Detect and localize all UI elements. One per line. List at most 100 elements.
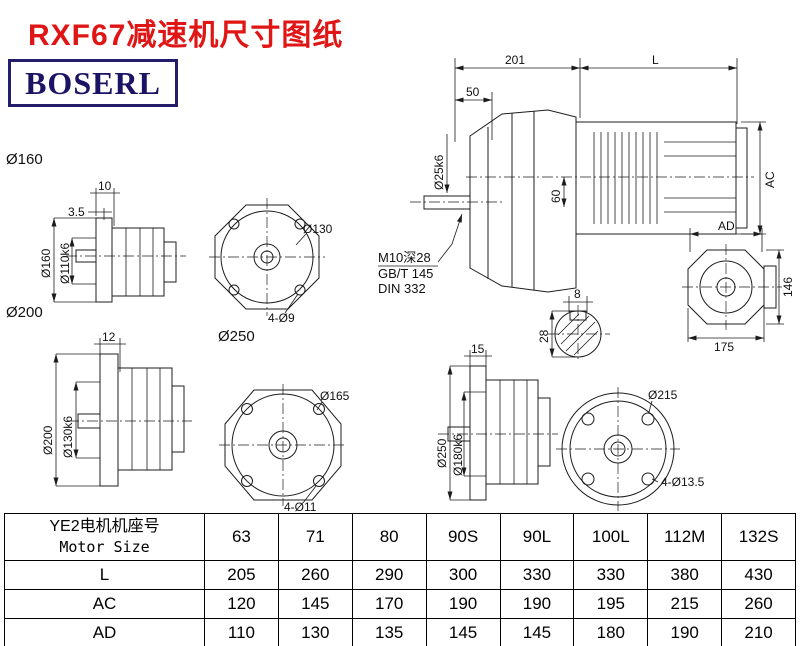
flange160-spigot-label: Ø110k6: [58, 243, 72, 284]
motor-size-100l: 100L: [573, 513, 649, 561]
page-title: RXF67减速机尺寸图纸: [28, 19, 344, 52]
motor-size-71: 71: [277, 513, 353, 561]
bolt-hole: [313, 475, 325, 487]
motor-size-header: YE2电机机座号 Motor Size: [4, 513, 205, 561]
value-cell: 190: [647, 618, 723, 646]
value-cell: 145: [277, 589, 353, 619]
dim-50-label: 50: [466, 85, 480, 99]
dim-10-label: 10: [98, 179, 112, 193]
dim-146-label: 146: [781, 277, 795, 297]
assembly-side-view: 201 L 50 Ø25k6 60: [378, 53, 777, 296]
flange160-bolt-circle-label: Ø130: [303, 222, 333, 236]
dim-175-label: 175: [714, 340, 734, 354]
motor-size-132s: 132S: [721, 513, 796, 561]
flange200-holes-label: 4-Ø11: [284, 500, 317, 513]
brand-logo: BOSERL: [8, 59, 178, 107]
value-cell: 205: [204, 560, 279, 590]
flange160-side-view: 10 3.5 Ø160 Ø110k6: [39, 179, 186, 303]
motor-size-90l: 90L: [499, 513, 575, 561]
value-cell: 195: [573, 589, 649, 619]
bolt-hole: [313, 403, 325, 415]
dim-60-label: 60: [549, 189, 563, 203]
dim-15-label: 15: [471, 342, 485, 356]
bolt-hole: [641, 472, 655, 486]
section-label-flange250: Ø250: [218, 328, 255, 345]
bolt-hole: [228, 218, 240, 230]
flange200-plate: [99, 353, 119, 487]
bolt-hole: [294, 218, 306, 230]
flange250-front-view: Ø215 4-Ø13.5: [556, 387, 705, 511]
flange250-spigot-label: Ø180k6: [451, 434, 465, 476]
value-cell: 330: [573, 560, 649, 590]
motor-flange-view: AD 146 175: [682, 219, 795, 354]
value-cell: 120: [204, 589, 279, 619]
value-cell: 110: [204, 618, 279, 646]
flange250-bolt-circle-label: Ø215: [648, 388, 678, 402]
value-cell: 170: [351, 589, 427, 619]
flange200-spigot-label: Ø130k6: [61, 416, 75, 458]
flange160-front-view: Ø130 4-Ø9: [209, 198, 333, 325]
bolt-hole: [241, 475, 253, 487]
dim-ad-label: AD: [718, 219, 735, 233]
value-cell: 190: [425, 589, 501, 619]
row-label-L: L: [4, 560, 205, 590]
motor-size-90s: 90S: [425, 513, 501, 561]
row-label-AD: AD: [4, 618, 205, 646]
flange160-outline: [214, 204, 320, 310]
value-cell: 145: [499, 618, 575, 646]
flange200-bolt-circle-label: Ø165: [320, 389, 350, 403]
motor-size-112m: 112M: [647, 513, 723, 561]
value-cell: 430: [721, 560, 796, 590]
bolt-hole: [294, 284, 306, 296]
flange200-od-label: Ø200: [41, 425, 55, 455]
value-cell: 145: [425, 618, 501, 646]
keyway-height-label: 28: [537, 329, 551, 343]
output-shaft: [423, 195, 471, 210]
table-row-AC: AC 120 145 170 190 190 195 215 260: [4, 589, 796, 619]
value-cell: 190: [499, 589, 575, 619]
motor-size-header-en: Motor Size: [59, 537, 150, 556]
flange160-plate: [95, 217, 113, 303]
flange200-side-view: 12 Ø200 Ø130k6: [41, 330, 192, 487]
bolt-hole: [581, 412, 595, 426]
value-cell: 290: [351, 560, 427, 590]
dim-201-label: 201: [505, 53, 525, 67]
value-cell: 260: [721, 589, 796, 619]
keyway-width-label: 8: [574, 287, 581, 301]
bolt-hole: [228, 284, 240, 296]
shaft-keyway-detail: 8 28: [537, 287, 610, 362]
dim-12-label: 12: [102, 330, 116, 344]
section-label-flange200: Ø200: [6, 304, 43, 321]
value-cell: 135: [351, 618, 427, 646]
note-din-standard: DIN 332: [378, 281, 426, 296]
gear-housing: [469, 109, 577, 293]
flange250-plate: [469, 365, 487, 501]
dim-l-label: L: [652, 53, 659, 67]
note-tapped-hole: M10深28: [378, 250, 431, 265]
value-cell: 380: [647, 560, 723, 590]
value-cell: 330: [499, 560, 575, 590]
motor-body: [575, 121, 737, 235]
value-cell: 215: [647, 589, 723, 619]
section-label-flange160: Ø160: [6, 151, 43, 168]
bolt-hole: [581, 472, 595, 486]
value-cell: 300: [425, 560, 501, 590]
motor-size-80: 80: [351, 513, 427, 561]
flange250-side-view: 15 Ø250 Ø180k6: [435, 342, 558, 501]
shaft-diameter-label: Ø25k6: [432, 154, 446, 190]
flange160-od-label: Ø160: [39, 248, 53, 278]
table-header-row: YE2电机机座号 Motor Size 63 71 80 90S 90L 100…: [4, 513, 796, 561]
technical-drawing: 201 L 50 Ø25k6 60: [39, 53, 795, 513]
note-gbt-standard: GB/T 145: [378, 266, 433, 281]
flange200-front-view: Ø165 4-Ø11: [219, 384, 350, 513]
flange250-holes-label: 4-Ø13.5: [661, 475, 705, 489]
flange250-od-label: Ø250: [435, 438, 449, 468]
motor-size-header-cn: YE2电机机座号: [49, 517, 160, 535]
table-row-L: L 205 260 290 300 330 330 380 430: [4, 560, 796, 590]
motor-size-63: 63: [204, 513, 279, 561]
value-cell: 130: [277, 618, 353, 646]
motor-end-cap: [735, 127, 748, 229]
flange160-holes-label: 4-Ø9: [268, 311, 295, 325]
dim-ac-label: AC: [763, 171, 777, 188]
table-row-AD: AD 110 130 135 145 145 180 190 210: [4, 618, 796, 646]
